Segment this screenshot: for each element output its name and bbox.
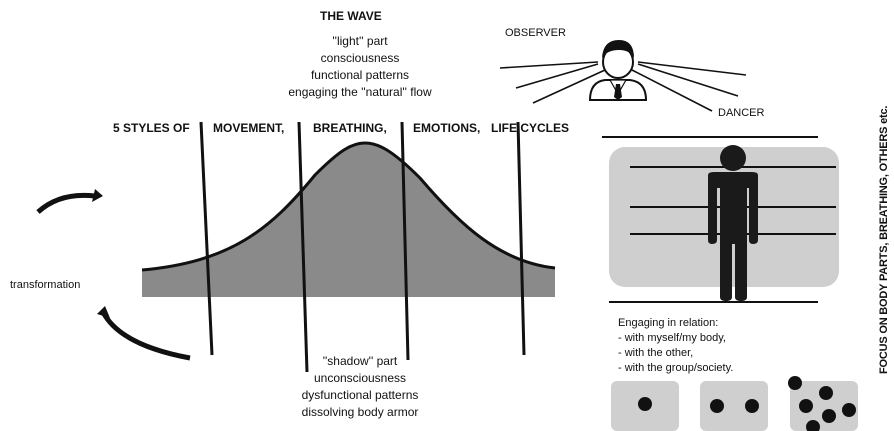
shadow-part-text: ''shadow'' part unconsciousness dysfunct… xyxy=(260,353,460,421)
light-line: consciousness xyxy=(320,51,400,65)
side-caption: FOCUS ON BODY PARTS, BREATHING, OTHERS e… xyxy=(878,105,890,374)
style-label-intro: 5 STYLES OF xyxy=(113,121,190,135)
group-box-many xyxy=(790,381,858,431)
observer-label: OBSERVER xyxy=(505,27,566,39)
shadow-line: dysfunctional patterns xyxy=(301,388,419,402)
shadow-line: ''shadow'' part xyxy=(322,354,398,368)
arrow-top-icon xyxy=(36,192,96,214)
relation-line: - with the group/society. xyxy=(618,362,734,374)
style-label-life-cycles: LIFE CYCLES xyxy=(491,121,570,135)
observer-person-icon xyxy=(588,40,648,101)
relation-text: Engaging in relation: - with myself/my b… xyxy=(618,316,733,376)
divider-line-1 xyxy=(199,121,214,356)
dancer-label: DANCER xyxy=(718,107,765,119)
light-line: functional patterns xyxy=(310,68,410,82)
observer-rays xyxy=(499,61,747,112)
style-label-breathing: BREATHING, xyxy=(313,121,387,135)
group-box-two xyxy=(700,381,768,431)
relation-line: - with myself/my body, xyxy=(618,332,726,344)
arrow-bottom-icon xyxy=(100,310,191,361)
relation-line: - with the other, xyxy=(618,347,694,359)
style-label-movement: MOVEMENT, xyxy=(213,121,285,135)
dancer-silhouette-icon xyxy=(708,145,758,301)
shadow-line: unconsciousness xyxy=(313,371,407,385)
light-part-text: ''light'' part consciousness functional … xyxy=(260,33,460,101)
shadow-line: dissolving body armor xyxy=(301,405,419,419)
wave-title: THE WAVE xyxy=(320,9,382,23)
light-line: ''light'' part xyxy=(332,34,388,48)
style-label-emotions: EMOTIONS, xyxy=(413,121,481,135)
divider-line-4 xyxy=(516,121,526,356)
light-line: engaging the ''natural'' flow xyxy=(288,85,432,99)
divider-line-2 xyxy=(297,121,309,373)
wave-shape xyxy=(142,143,555,297)
relation-line: Engaging in relation: xyxy=(618,317,719,329)
wave-curve xyxy=(141,141,556,272)
divider-line-3 xyxy=(400,121,410,361)
transformation-label: transformation xyxy=(10,279,81,291)
